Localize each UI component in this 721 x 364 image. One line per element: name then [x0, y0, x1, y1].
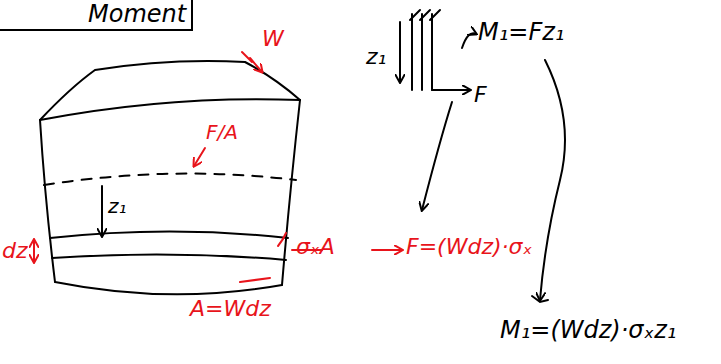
annotation-label: A=Wdz	[190, 298, 271, 320]
annotation-label: z₁	[366, 46, 386, 68]
annotation-label: dz	[2, 240, 28, 262]
header-frame	[0, 0, 192, 30]
annotation-label: M₁=(Wdz)·σₓz₁	[500, 318, 676, 342]
beam-segment	[40, 61, 300, 294]
annotation-leaders	[34, 52, 402, 282]
annotation-label: F=(Wdz)·σₓ	[406, 236, 532, 258]
annotation-label: z₁	[108, 196, 127, 216]
annotation-label: M₁=Fz₁	[478, 20, 564, 44]
annotation-label: F	[474, 84, 487, 106]
annotation-label: F/A	[206, 122, 238, 142]
annotation-label: Moment	[88, 2, 186, 26]
plate-stack	[400, 10, 565, 302]
annotation-label: W	[262, 28, 284, 50]
annotation-label: σₓA	[296, 236, 335, 258]
